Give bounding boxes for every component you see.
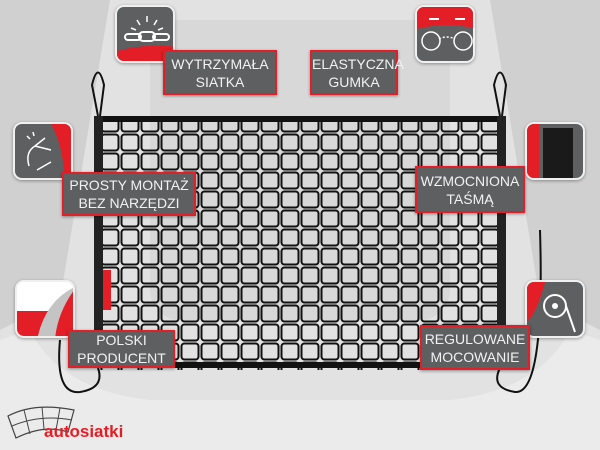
label-line: SIATKA bbox=[195, 73, 245, 90]
brand-name: autosiatki bbox=[44, 422, 124, 441]
hands-stretch-icon bbox=[415, 5, 475, 63]
tape-measure-icon bbox=[525, 280, 585, 338]
label-line: TAŚMĄ bbox=[446, 190, 494, 207]
feature-label-easy-install: PROSTY MONTAŻ BEZ NARZĘDZI bbox=[62, 172, 196, 216]
label-line: WZMOCNIONA bbox=[420, 172, 520, 189]
label-line: WYTRZYMAŁA bbox=[171, 55, 269, 72]
label-line: PRODUCENT bbox=[77, 350, 166, 366]
label-line: REGULOWANE bbox=[424, 330, 526, 347]
finger-snap-icon bbox=[13, 122, 73, 180]
label-line: POLSKI bbox=[96, 332, 147, 348]
label-line: MOCOWANIE bbox=[430, 348, 520, 365]
label-line: GUMKA bbox=[328, 73, 380, 90]
brand-logo bbox=[7, 406, 75, 439]
label-line: ELASTYCZNA bbox=[312, 55, 404, 72]
strap-icon bbox=[525, 122, 585, 180]
label-line: PROSTY MONTAŻ bbox=[69, 177, 189, 193]
chain-strength-icon bbox=[115, 5, 175, 63]
feature-label-polish-producer: POLSKI PRODUCENT bbox=[68, 330, 175, 368]
polish-flag-icon bbox=[15, 280, 75, 338]
label-line: BEZ NARZĘDZI bbox=[78, 195, 180, 211]
